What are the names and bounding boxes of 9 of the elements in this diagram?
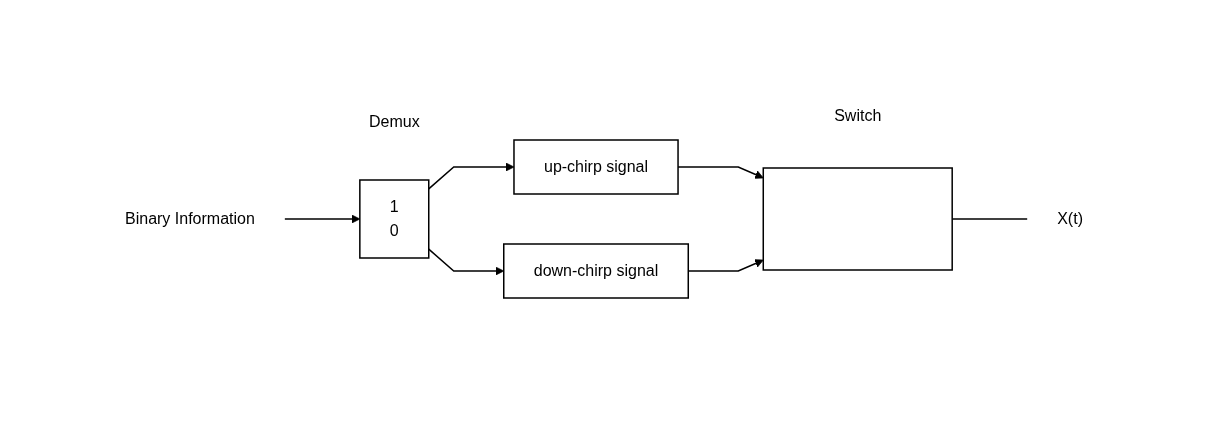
node-box bbox=[762, 167, 953, 271]
node-box: up-chirp signal bbox=[512, 139, 679, 195]
node-text: X(t) bbox=[1056, 210, 1083, 227]
arrow bbox=[283, 214, 360, 224]
node-box: down-chirp signal bbox=[502, 243, 689, 299]
node-box: 1 0 bbox=[358, 179, 429, 259]
node-label: Switch bbox=[833, 107, 881, 124]
node-label: Demux bbox=[368, 113, 420, 130]
node-text: Binary Information bbox=[124, 210, 255, 227]
